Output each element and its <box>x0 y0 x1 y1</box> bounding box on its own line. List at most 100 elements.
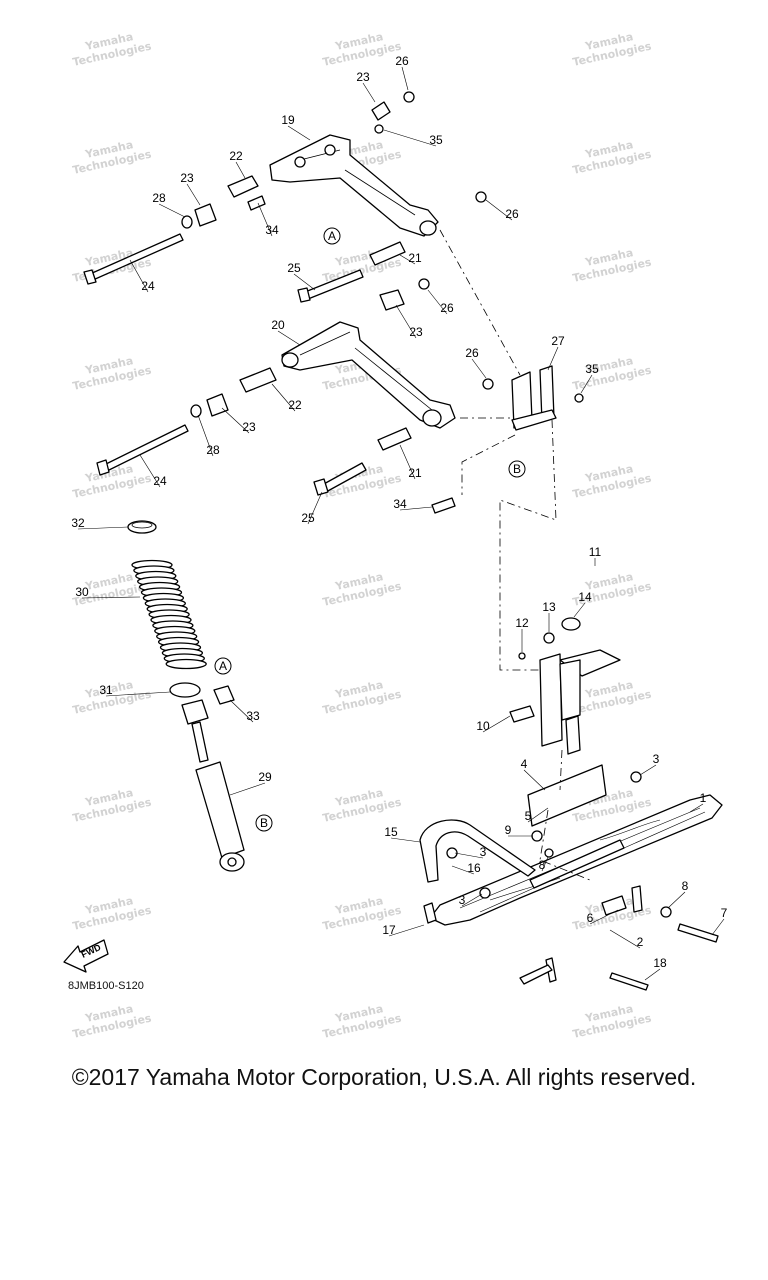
reference-marker-circle <box>255 814 273 832</box>
callout-number[interactable]: 28 <box>206 443 220 457</box>
reference-marker-letter: B <box>260 816 268 830</box>
callout-number[interactable]: 1 <box>700 791 707 805</box>
leader-line <box>523 769 546 791</box>
callout-number[interactable]: 22 <box>288 398 302 412</box>
ski-handle[interactable] <box>419 819 536 883</box>
callout-number[interactable]: 11 <box>589 545 602 559</box>
callout-number[interactable]: 23 <box>242 420 256 434</box>
reference-marker-letter: B <box>513 462 521 476</box>
upper-pivot-bolt[interactable] <box>83 233 184 285</box>
callout-number[interactable]: 20 <box>271 318 285 332</box>
coil-spring[interactable] <box>131 559 207 670</box>
callout-number[interactable]: 34 <box>393 497 407 511</box>
callout-number[interactable]: 3 <box>653 752 660 766</box>
callout-number[interactable]: 17 <box>382 923 396 937</box>
leader-line <box>388 924 425 937</box>
callout-number[interactable]: 27 <box>551 334 565 348</box>
leader-line <box>471 358 487 379</box>
callout-number[interactable]: 28 <box>152 191 166 205</box>
upper-a-arm[interactable] <box>269 134 439 237</box>
callout-number[interactable]: 21 <box>408 466 422 480</box>
callout-number[interactable]: 15 <box>384 825 398 839</box>
callout-number[interactable]: 7 <box>721 906 728 920</box>
callout-number[interactable]: 31 <box>99 683 113 697</box>
leader-line <box>186 183 201 206</box>
leader-line <box>461 893 483 907</box>
ski-hardware[interactable] <box>423 771 719 991</box>
callout-number[interactable]: 4 <box>521 757 528 771</box>
forward-arrow-icon <box>63 939 109 973</box>
callout-number[interactable]: 35 <box>585 362 599 376</box>
callout-number[interactable]: 25 <box>301 511 315 525</box>
callout-number[interactable]: 8 <box>539 858 546 872</box>
leader-line <box>77 526 129 530</box>
spindle-bracket[interactable] <box>431 365 584 514</box>
callout-number[interactable]: 6 <box>587 911 594 925</box>
callout-number[interactable]: 8 <box>682 879 689 893</box>
spring-retainer[interactable] <box>127 520 157 534</box>
callout-number[interactable]: 16 <box>467 861 481 875</box>
leader-line <box>401 66 409 91</box>
reference-marker-letter: A <box>328 229 336 243</box>
callout-number[interactable]: 34 <box>265 223 279 237</box>
ski-spindle[interactable] <box>509 617 621 755</box>
leader-line <box>589 909 619 925</box>
callout-number[interactable]: 26 <box>465 346 479 360</box>
callout-number[interactable]: 13 <box>542 600 556 614</box>
callout-number[interactable]: 22 <box>229 149 243 163</box>
callout-number[interactable]: 9 <box>505 823 512 837</box>
callout-number[interactable]: 23 <box>180 171 194 185</box>
callout-number[interactable]: 26 <box>440 301 454 315</box>
leader-line <box>197 414 214 457</box>
callout-number[interactable]: 18 <box>653 956 667 970</box>
leader-line <box>573 602 586 618</box>
callout-number[interactable]: 3 <box>459 893 466 907</box>
lower-a-arm[interactable] <box>281 321 456 429</box>
leader-line <box>390 837 421 843</box>
callout-number[interactable]: 24 <box>153 474 167 488</box>
leader-line <box>609 929 641 949</box>
leader-line <box>454 852 484 859</box>
callout-number[interactable]: 35 <box>429 133 443 147</box>
leader-line <box>362 82 376 103</box>
callout-number[interactable]: 23 <box>409 325 423 339</box>
leader-line <box>427 289 448 315</box>
upper-hardware[interactable] <box>181 91 487 266</box>
leader-line <box>307 491 323 525</box>
leader-line <box>139 454 161 488</box>
leader-line <box>229 699 254 723</box>
shock-absorber[interactable] <box>181 685 245 872</box>
callout-number[interactable]: 3 <box>480 845 487 859</box>
callout-number[interactable]: 33 <box>246 709 260 723</box>
leader-line <box>711 918 725 936</box>
leader-line <box>639 764 657 776</box>
shock-bolt-upper[interactable] <box>297 269 364 303</box>
callout-number[interactable]: 23 <box>356 70 370 84</box>
callout-number[interactable]: 21 <box>408 251 422 265</box>
reference-marker-circle <box>508 460 526 478</box>
callout-number[interactable]: 26 <box>395 54 409 68</box>
leader-line <box>667 891 686 909</box>
callout-number[interactable]: 10 <box>476 719 490 733</box>
spring-seat[interactable] <box>169 682 201 698</box>
callout-number[interactable]: 2 <box>637 935 644 949</box>
lower-pivot-bolt[interactable] <box>96 424 189 476</box>
leader-line <box>482 715 511 733</box>
callout-number[interactable]: 5 <box>525 809 532 823</box>
lower-hardware[interactable] <box>190 278 494 451</box>
callout-number[interactable]: 29 <box>258 770 272 784</box>
callout-number[interactable]: 25 <box>287 261 301 275</box>
leader-lines <box>77 66 725 981</box>
callout-number[interactable]: 12 <box>515 616 529 630</box>
callout-number[interactable]: 19 <box>281 113 295 127</box>
leader-line <box>527 807 549 823</box>
callout-number[interactable]: 24 <box>141 279 155 293</box>
reference-marker-circle <box>214 657 232 675</box>
shock-bolt-lower[interactable] <box>313 462 367 496</box>
callout-number[interactable]: 26 <box>505 207 519 221</box>
callout-number[interactable]: 30 <box>75 585 89 599</box>
callout-number[interactable]: 32 <box>71 516 85 530</box>
callout-number[interactable]: 14 <box>578 590 592 604</box>
